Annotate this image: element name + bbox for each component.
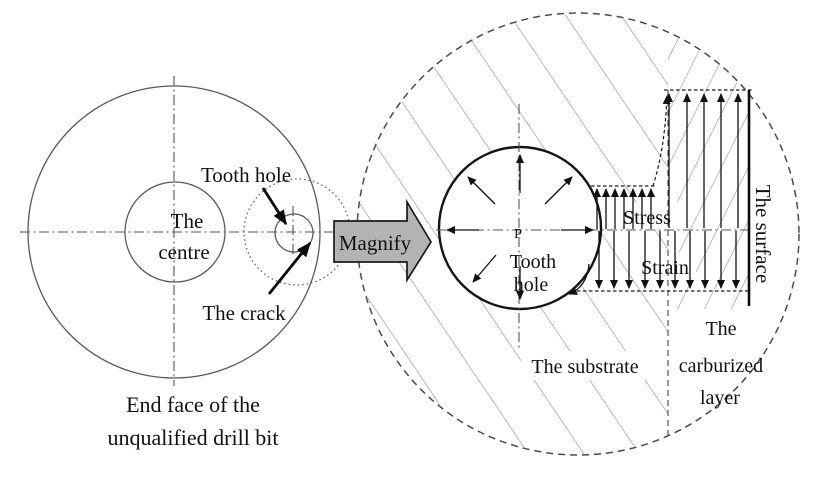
centerlines-left <box>20 76 333 386</box>
crack-pointer-arrow <box>267 241 312 295</box>
carburized-label-line2: carburized <box>679 355 763 377</box>
caption-line2: unqualified drill bit <box>107 425 278 450</box>
end-face-view: The centre Tooth hole The crack End face… <box>20 76 351 450</box>
crack-curve-arrow <box>568 263 590 295</box>
magnify-arrow: Magnify <box>333 198 432 283</box>
caption-line1: End face of the <box>126 392 260 417</box>
substrate-label-knockout <box>521 351 649 380</box>
strain-label: Strain <box>641 257 689 279</box>
tooth-hole-circle-small <box>274 213 314 253</box>
stress-block-substrate <box>591 95 671 229</box>
magnified-region-circle <box>356 12 800 456</box>
centre-label-line2: centre <box>158 240 209 264</box>
stress-label-knockout <box>612 202 678 230</box>
magnify-label: Magnify <box>339 231 412 255</box>
centre-label-line1: The <box>171 209 204 233</box>
surface-label: The surface <box>751 185 775 284</box>
carburized-label-line3: layer <box>700 387 740 409</box>
strain-label-knockout <box>634 252 696 281</box>
stress-rise-connector <box>652 95 671 187</box>
pressure-symbol: P <box>514 227 522 242</box>
crack-label: The crack <box>202 301 286 325</box>
substrate-label: The substrate <box>531 356 638 378</box>
carburized-label-line1: The <box>705 318 736 340</box>
stress-label: Stress <box>623 207 671 229</box>
tooth-hole-pointer-arrow <box>261 187 288 226</box>
tooth-hole-circle-magnified <box>437 145 603 311</box>
centerlines-right <box>436 104 752 348</box>
tooth-hole-label-line1: Tooth <box>510 251 556 273</box>
stress-block-carburized <box>664 89 753 228</box>
tooth-hole-label: Tooth hole <box>201 163 291 187</box>
centre-circle <box>124 181 226 283</box>
strain-block <box>577 231 750 292</box>
tooth-hole-label-line2: hole <box>514 274 549 296</box>
pressure-arrows <box>446 154 594 300</box>
magnify-arrow-shape <box>333 198 432 283</box>
